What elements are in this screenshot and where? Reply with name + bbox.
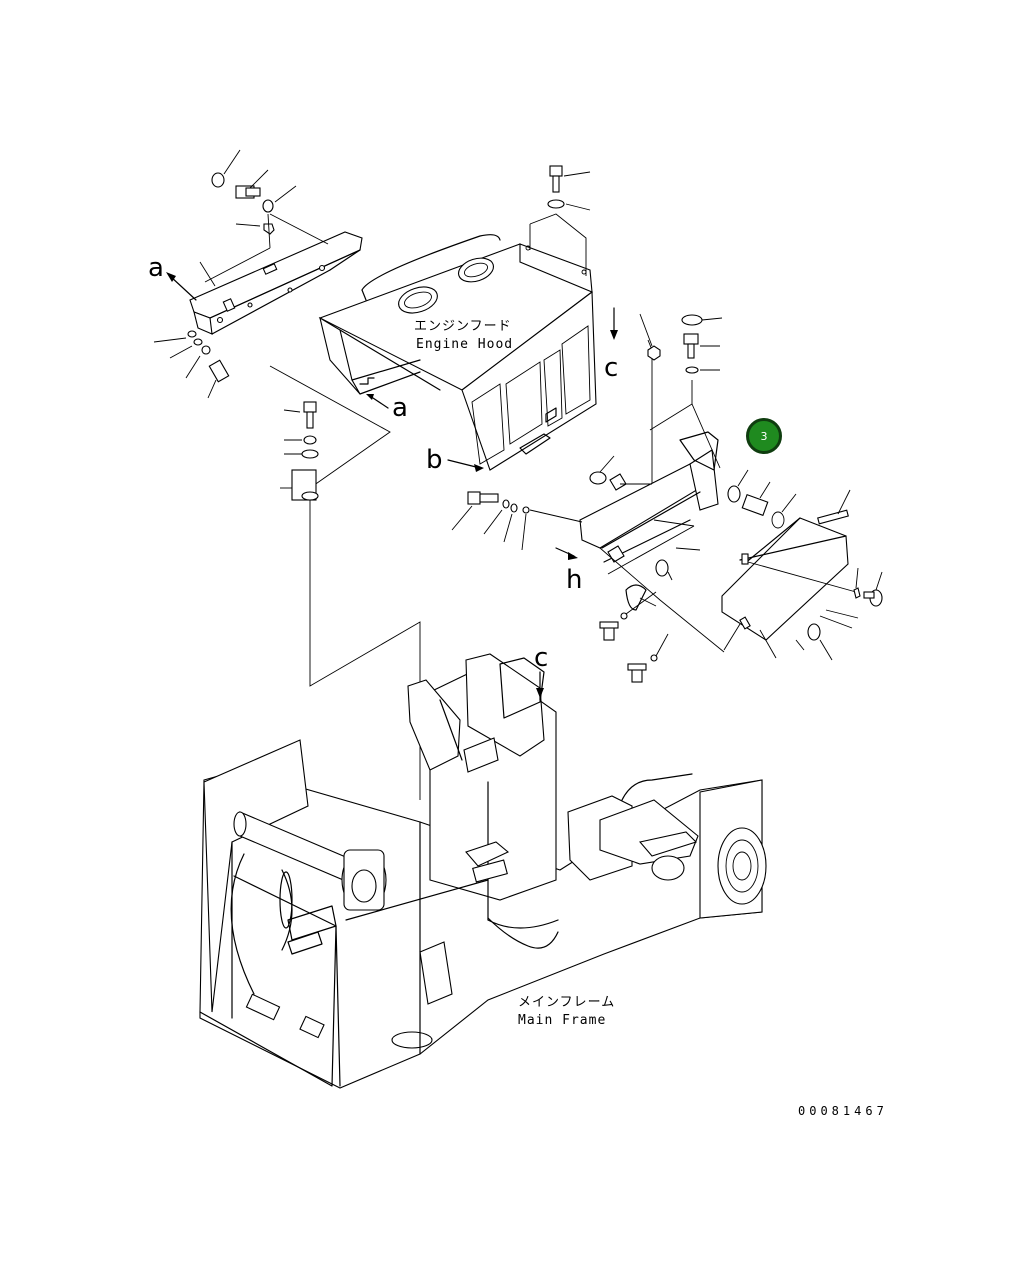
engine-hood: エンジンフード Engine Hood c a b [318,165,618,475]
main-frame: c メインフレーム Main Frame [199,643,767,1089]
ref-letter-a: a [148,253,164,283]
right-bracket-assembly: h [451,313,883,683]
document-number: 00081467 [798,1104,888,1118]
bolt-icon [467,491,499,505]
bolt-icon [235,185,261,199]
ref-letter-c-lower: c [534,643,548,673]
engine-hood-label-jp: エンジンフード [414,319,512,334]
main-frame-label-jp: メインフレーム [518,995,615,1010]
ref-letter-b: b [426,445,443,475]
bolt-icon [208,359,230,383]
main-frame-label-en: Main Frame [518,1013,606,1028]
ref-letter-c-upper: c [604,353,618,383]
callout-marker[interactable]: 3 [746,418,782,454]
ref-letter-h: h [566,565,582,595]
bolt-icon [627,663,647,683]
left-mount-stack [269,365,421,800]
ref-letter-a-lower: a [392,393,408,423]
bolt-icon [303,401,317,429]
bolt-icon [817,509,849,525]
left-bracket-assembly: a [148,149,363,399]
bolt-icon [683,333,699,359]
bolt-icon [741,493,769,517]
engine-hood-label-en: Engine Hood [416,337,513,352]
bolt-icon [599,621,619,641]
bolt-icon [549,165,563,193]
